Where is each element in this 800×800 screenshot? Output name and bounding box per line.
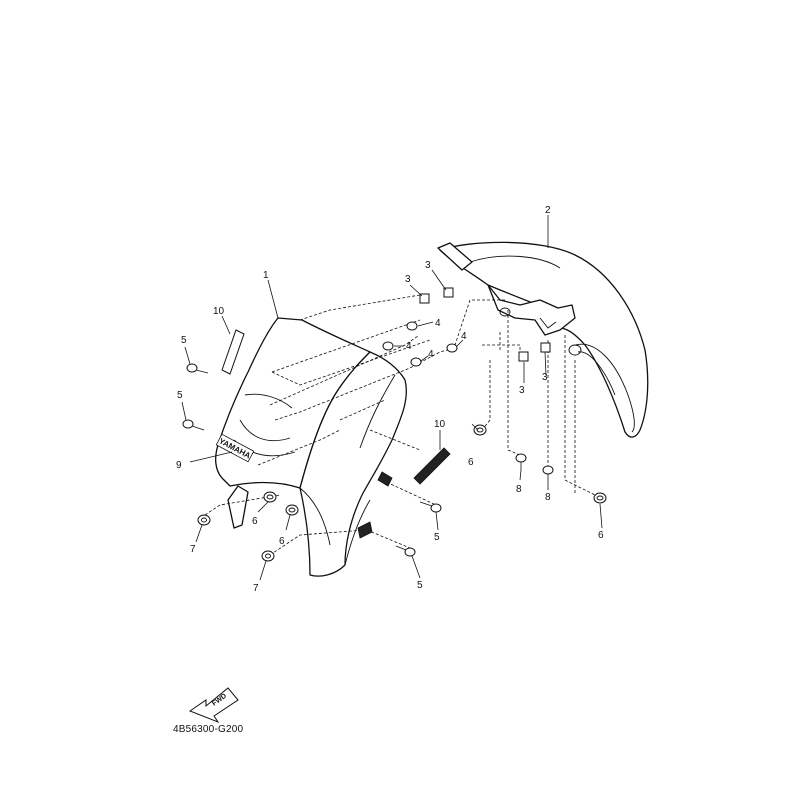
- bolt-8-b: [542, 465, 554, 480]
- screw-5-a: [186, 363, 209, 374]
- callout-6-b: 6: [279, 536, 285, 547]
- nut-3-d: [540, 342, 551, 353]
- screw-4-b: [382, 341, 394, 351]
- callout-5-b: 5: [177, 390, 183, 401]
- callout-6-d: 6: [598, 530, 604, 541]
- callout-3-b: 3: [425, 260, 431, 271]
- grommet-6-c: [473, 424, 487, 436]
- callout-9: 9: [176, 460, 182, 471]
- callout-8-a: 8: [516, 484, 522, 495]
- callout-4-d: 4: [461, 331, 467, 342]
- callout-1: 1: [263, 270, 269, 281]
- callout-6-a: 6: [252, 516, 258, 527]
- screw-4-d: [446, 343, 458, 353]
- callout-10-b: 10: [434, 419, 446, 430]
- callout-7-a: 7: [190, 544, 196, 555]
- front-cowl-part: YAMAHA: [215, 317, 407, 577]
- callout-10-a: 10: [213, 306, 225, 317]
- callout-4-c: 4: [428, 349, 434, 360]
- grommet-6-a: [263, 491, 277, 503]
- screw-4-c: [410, 357, 422, 367]
- callout-5-a: 5: [181, 335, 187, 346]
- callout-3-a: 3: [405, 274, 411, 285]
- callout-6-c: 6: [468, 457, 474, 468]
- assembly-guide-lines: [204, 294, 596, 556]
- rear-fender-part: [437, 241, 649, 438]
- nut-3-b: [443, 287, 454, 298]
- callout-5-d: 5: [417, 580, 423, 591]
- nut-3-a: [419, 293, 430, 304]
- grommet-6-d: [593, 492, 607, 504]
- callout-3-d: 3: [542, 372, 548, 383]
- callout-8-b: 8: [545, 492, 551, 503]
- screw-5-c: [419, 501, 442, 513]
- fwd-arrow-icon: FWD: [188, 687, 239, 724]
- callout-2: 2: [545, 205, 551, 216]
- callout-3-c: 3: [519, 385, 525, 396]
- leader-lines: [181, 215, 603, 581]
- collar-7-a: [197, 514, 211, 526]
- screw-5-b: [182, 419, 205, 431]
- nut-3-c: [518, 351, 529, 362]
- callout-4-b: 4: [406, 341, 412, 352]
- drawing-code: 4B56300-G200: [173, 724, 244, 735]
- screw-5-d: [395, 545, 416, 557]
- callout-labels: 1 2 3 3 3 3 4 4 4 4 5 5 5 5 6 6 6 6 7 7 …: [176, 205, 604, 594]
- bolt-8-a: [515, 453, 527, 470]
- screw-4-a: [406, 321, 418, 331]
- emblem-10-b: [413, 447, 451, 485]
- grommet-6-b: [285, 504, 299, 516]
- callout-5-c: 5: [434, 532, 440, 543]
- emblem-10-a: [221, 329, 245, 375]
- callout-4-a: 4: [435, 318, 441, 329]
- collar-7-b: [261, 550, 275, 562]
- callout-7-b: 7: [253, 583, 259, 594]
